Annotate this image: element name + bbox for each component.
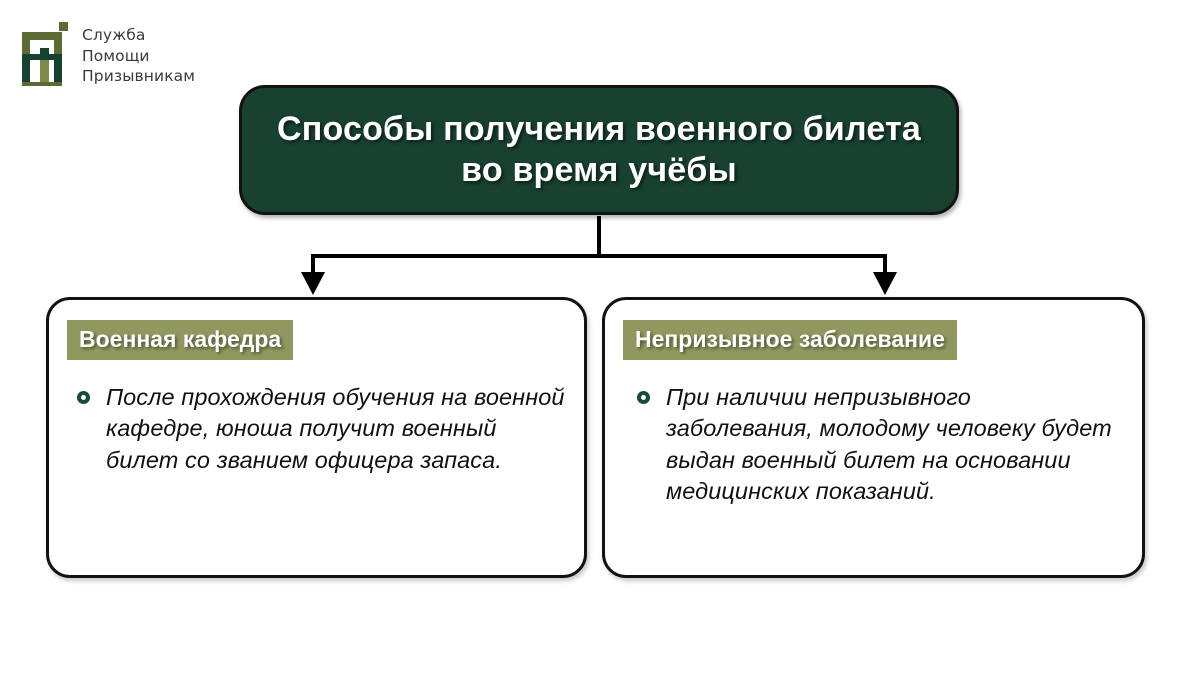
card-military-department: Военная кафедра После прохождения обучен… [46,297,587,578]
diagram-title-box: Способы получения военного билета во вре… [239,85,959,215]
bullet-ring-icon [77,391,90,404]
card-non-conscription-illness: Непризывное заболевание При наличии непр… [602,297,1145,578]
card-body: При наличии непризывного заболевания, мо… [623,382,1124,507]
bullet-ring-icon [637,391,650,404]
logo-building-icon [22,22,68,86]
logo-wordmark: Служба Помощи Призывникам [82,25,195,87]
card-body-text: После прохождения обучения на военной ка… [106,384,565,473]
logo-line-2: Помощи [82,46,150,65]
logo-line-3: Призывникам [82,67,196,86]
card-header-label: Непризывное заболевание [623,320,957,360]
diagram-title-text: Способы получения военного билета во вре… [276,109,922,189]
card-body-text: При наличии непризывного заболевания, мо… [666,384,1112,504]
card-body: После прохождения обучения на военной ка… [67,382,566,476]
logo-line-1: Служба [82,26,146,44]
brand-logo: Служба Помощи Призывникам [18,20,195,90]
card-header-label: Военная кафедра [67,320,294,360]
